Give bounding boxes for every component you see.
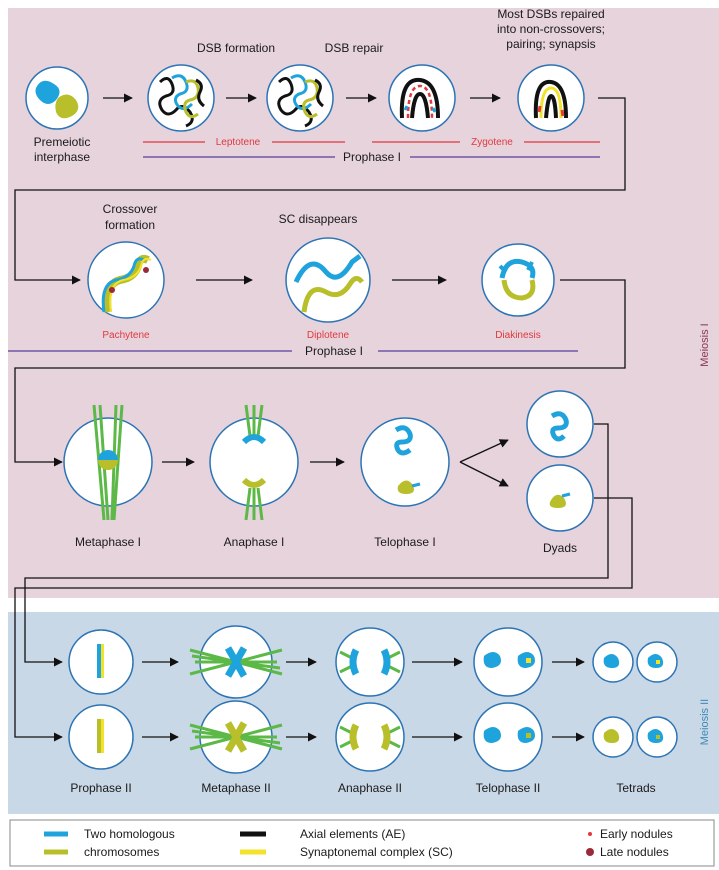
- premeiotic-interphase-cell: [25, 66, 89, 130]
- telophase-i-cell: [360, 417, 450, 507]
- legend-homologous-2: chromosomes: [84, 845, 159, 859]
- diplotene-cell: [285, 237, 371, 323]
- connector-arrow: [14, 279, 626, 467]
- meiosis-ii-label: Meiosis II: [699, 699, 711, 745]
- prophase-ii-label: Prophase II: [70, 781, 131, 795]
- dsb-formation-label: DSB formation: [197, 41, 275, 55]
- noncrossover-label-2: into non-crossovers;: [497, 22, 605, 36]
- arrow: [459, 439, 509, 463]
- connector-arrow: [14, 97, 626, 285]
- anaphase-ii-label: Anaphase II: [338, 781, 402, 795]
- legend-early-nodule: [588, 832, 592, 836]
- legend: Two homologous chromosomes Axial element…: [9, 819, 715, 867]
- pachytene-cell: [87, 241, 165, 319]
- prophase-i-label-row2: Prophase I: [305, 344, 363, 358]
- connector-arrow: [24, 423, 609, 667]
- pachytene-label: Pachytene: [102, 330, 150, 341]
- crossover-label-2: formation: [105, 218, 155, 232]
- zygotene-cell-2: [517, 64, 585, 132]
- leptotene-label: Leptotene: [216, 137, 261, 148]
- metaphase-ii-cell-top: [189, 625, 283, 699]
- dyads-label: Dyads: [543, 541, 577, 555]
- legend-axial: Axial elements (AE): [300, 827, 405, 841]
- metaphase-i-cell: [63, 404, 153, 521]
- diakinesis-label: Diakinesis: [495, 330, 541, 341]
- crossover-label-1: Crossover: [103, 202, 158, 216]
- dsb-repair-label: DSB repair: [325, 41, 384, 55]
- tetrads-label: Tetrads: [616, 781, 655, 795]
- leptotene-cell-1: [147, 64, 215, 132]
- connector-arrow: [14, 497, 633, 742]
- legend-late-nodule: [586, 848, 594, 856]
- meiosis-i-label: Meiosis I: [699, 323, 711, 366]
- anaphase-i-label: Anaphase I: [224, 535, 285, 549]
- zygotene-cell-1: [388, 64, 456, 132]
- anaphase-ii-cell-bottom: [335, 702, 405, 772]
- diakinesis-cell: [481, 243, 555, 317]
- tetrad-cells-bottom: [592, 716, 678, 758]
- sc-disappears-label: SC disappears: [279, 212, 358, 226]
- prophase-ii-cell-bottom: [68, 704, 134, 770]
- legend-sc: Synaptonemal complex (SC): [300, 845, 453, 859]
- noncrossover-label-3: pairing; synapsis: [506, 37, 595, 51]
- dyad-cell-1: [526, 390, 594, 458]
- legend-homologous-1: Two homologous: [84, 827, 175, 841]
- prophase-i-label-row1: Prophase I: [343, 150, 401, 164]
- noncrossover-label-1: Most DSBs repaired: [497, 7, 604, 21]
- metaphase-i-label: Metaphase I: [75, 535, 141, 549]
- dyad-cell-2: [526, 464, 594, 532]
- telophase-ii-label: Telophase II: [476, 781, 541, 795]
- telophase-ii-cell-top: [473, 627, 543, 697]
- arrow: [459, 461, 509, 487]
- diplotene-label: Diplotene: [307, 330, 350, 341]
- premeiotic-label-2: interphase: [34, 150, 90, 164]
- telophase-i-label: Telophase I: [374, 535, 435, 549]
- anaphase-i-cell: [209, 404, 299, 521]
- metaphase-ii-cell-bottom: [189, 700, 283, 774]
- prophase-ii-cell-top: [68, 629, 134, 695]
- anaphase-ii-cell-top: [335, 627, 405, 697]
- tetrad-cells-top: [592, 641, 678, 683]
- legend-late: Late nodules: [600, 845, 669, 859]
- zygotene-label: Zygotene: [471, 137, 513, 148]
- metaphase-ii-label: Metaphase II: [201, 781, 270, 795]
- telophase-ii-cell-bottom: [473, 702, 543, 772]
- legend-early: Early nodules: [600, 827, 673, 841]
- leptotene-cell-2: [266, 64, 334, 132]
- premeiotic-label-1: Premeiotic: [34, 135, 91, 149]
